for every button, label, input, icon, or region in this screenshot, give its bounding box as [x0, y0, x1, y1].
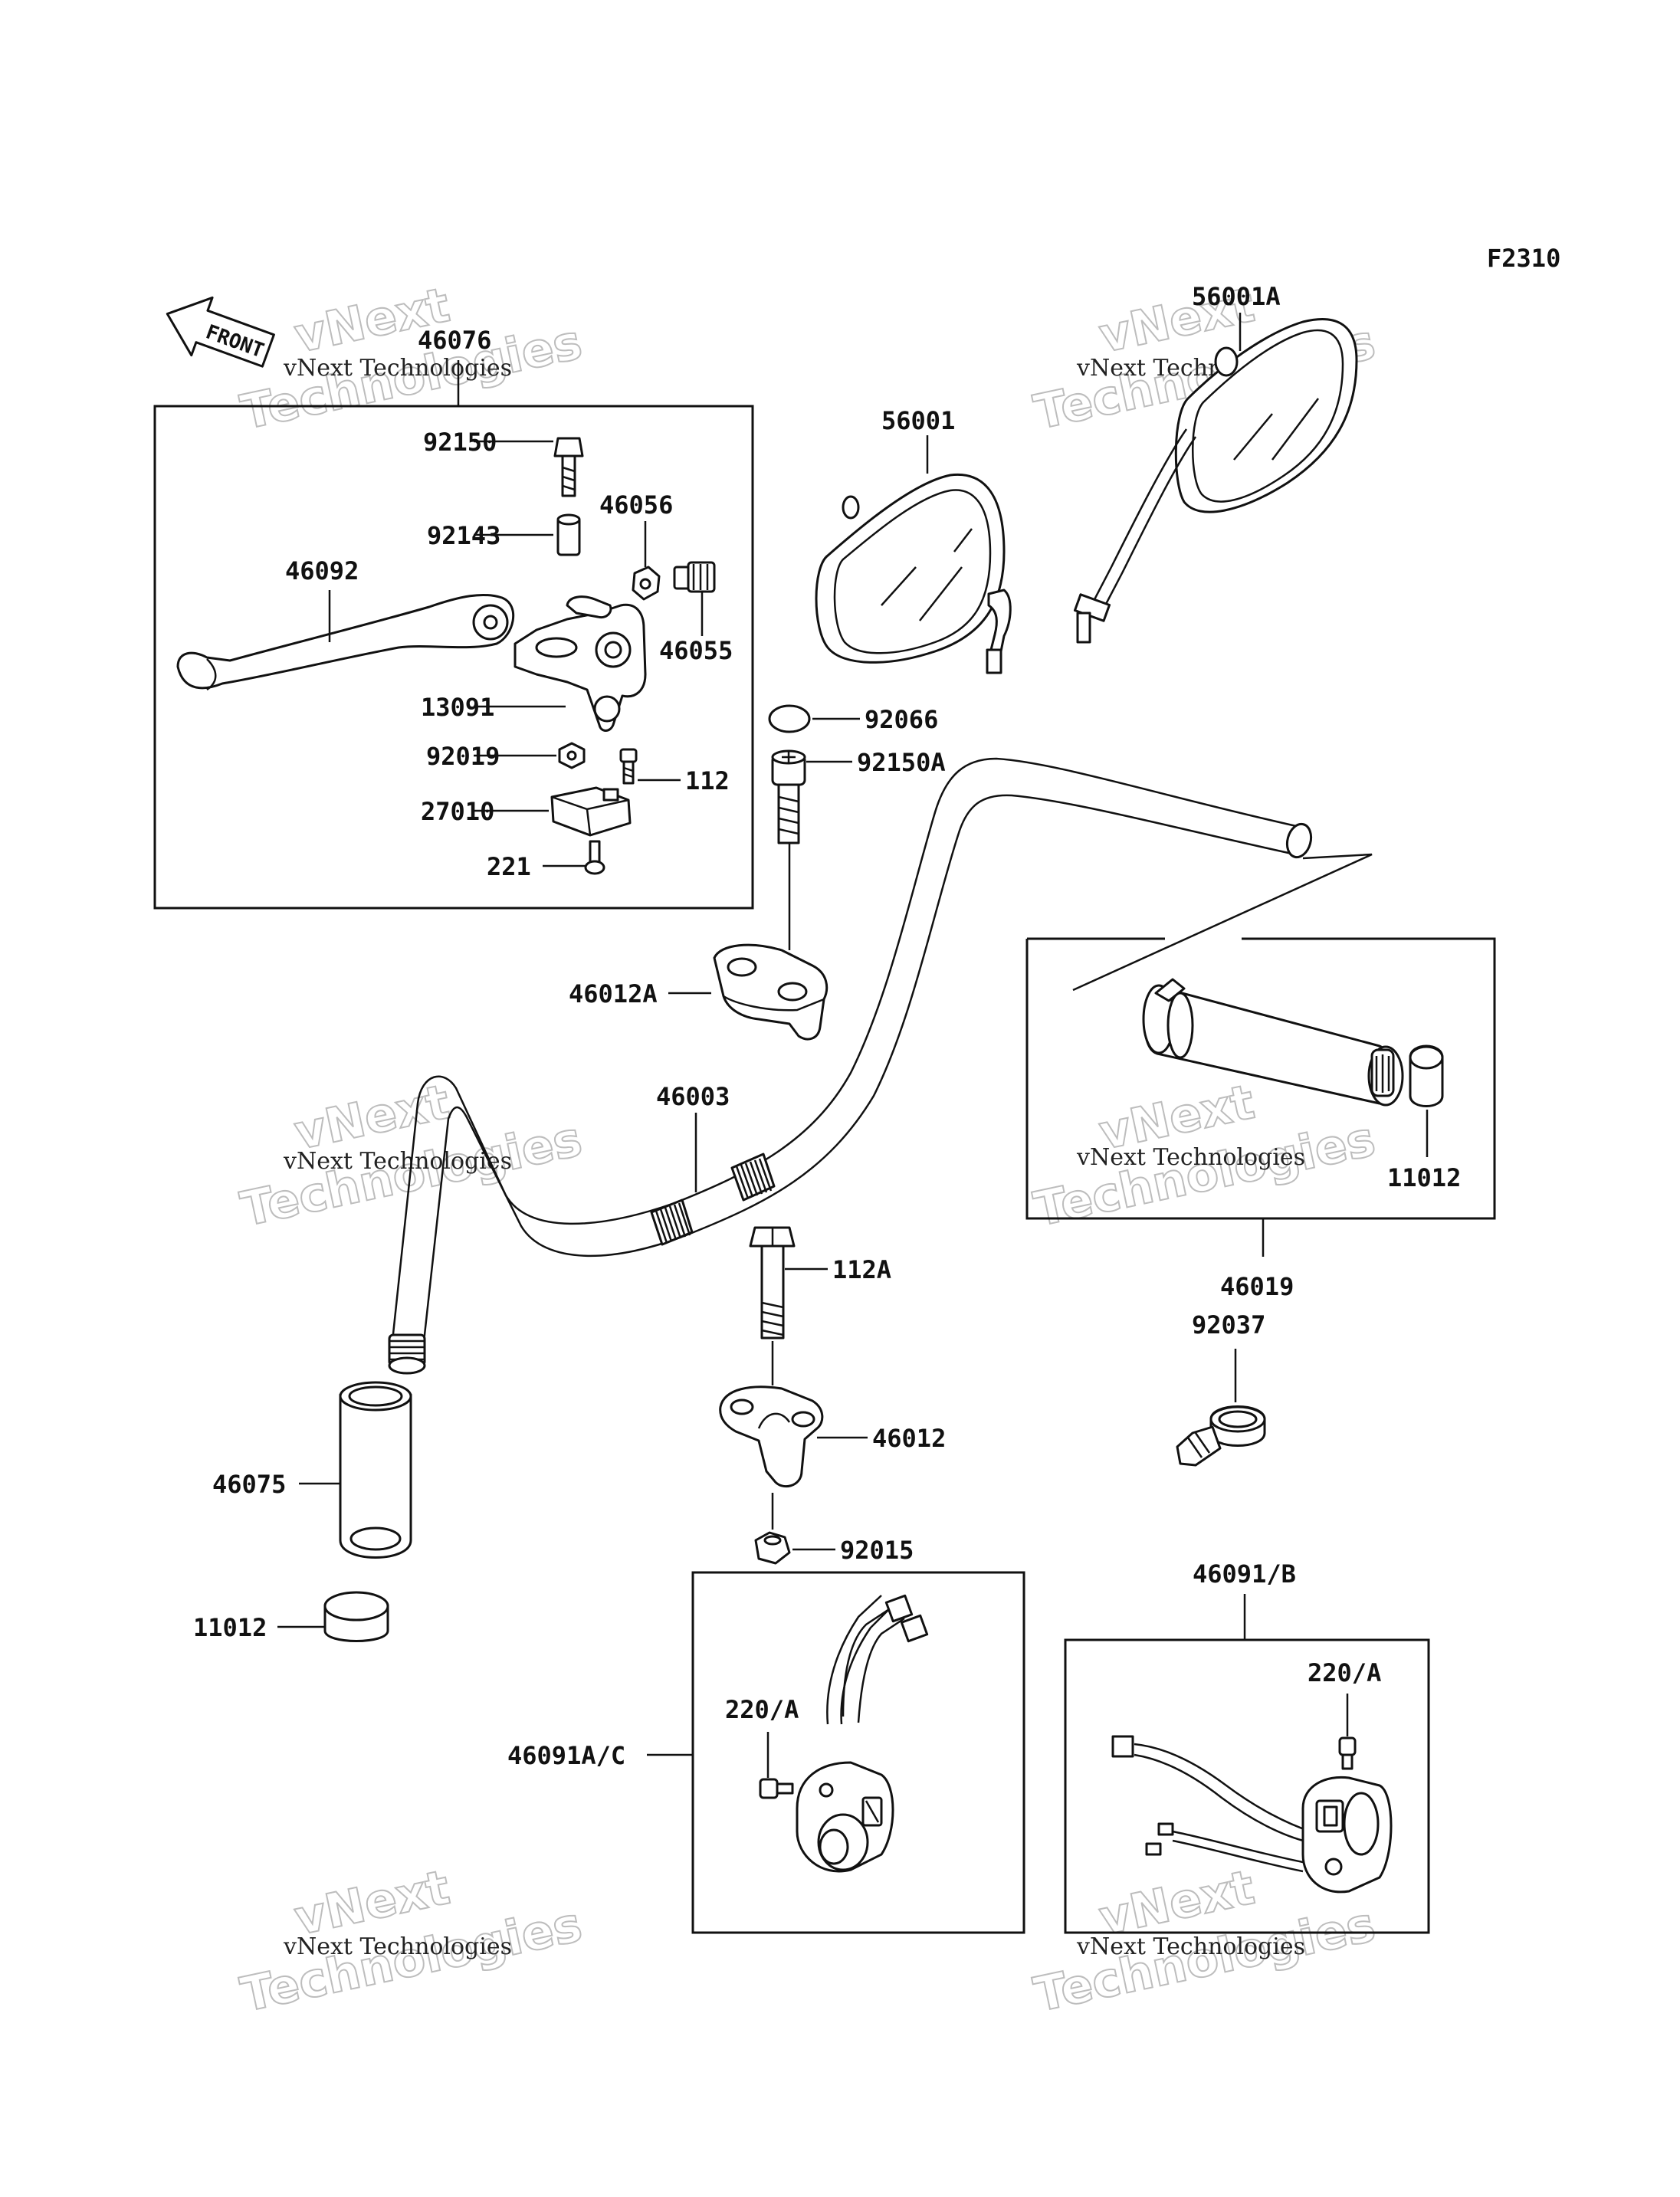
part-label-221: 221: [487, 852, 531, 881]
part-label-11012-right: 11012: [1387, 1163, 1461, 1192]
front-arrow-icon: FRONT: [166, 296, 275, 368]
bolt-112A: [749, 1226, 796, 1340]
part-label-220A-left: 220/A: [725, 1695, 799, 1724]
part-label-92019: 92019: [426, 742, 500, 771]
part-label-46055: 46055: [659, 636, 733, 665]
part-label-46075: 46075: [212, 1470, 286, 1499]
part-label-92150: 92150: [423, 428, 497, 457]
watermark-top-left: vNext Technologies vNext Technologies: [235, 276, 587, 441]
part-label-46076: 46076: [418, 326, 491, 355]
clutch-switch-27010: [550, 786, 632, 837]
part-label-46056: 46056: [599, 490, 673, 520]
svg-text:vNext Technologies: vNext Technologies: [283, 1148, 512, 1175]
collar-92143: [556, 513, 581, 556]
clamp-92037: [1176, 1405, 1266, 1467]
part-label-11012-left: 11012: [193, 1613, 267, 1642]
screw-221: [584, 840, 605, 875]
nut-92019: [558, 742, 586, 769]
bolt-92150A: [771, 749, 806, 844]
right-switch-box: [1064, 1638, 1430, 1934]
left-handlebar-switch: [796, 1594, 929, 1873]
clutch-lever-assembly-box: [153, 405, 754, 910]
adjuster-46055: [673, 561, 716, 593]
watermark-mid-right: vNext Technologies vNext Technologies: [1029, 1073, 1380, 1238]
part-label-46019: 46019: [1220, 1272, 1294, 1301]
svg-text:vNext Technologies: vNext Technologies: [1076, 1144, 1305, 1171]
part-label-46091AC: 46091A/C: [507, 1741, 625, 1770]
screw-220A-right: [1338, 1736, 1357, 1770]
screw-220A-left: [759, 1778, 794, 1799]
bolt-112: [619, 748, 638, 785]
nut-92015: [754, 1531, 791, 1565]
throttle-grip-46019: [1142, 978, 1404, 1107]
nut-46056: [632, 566, 661, 601]
part-label-92143: 92143: [427, 521, 500, 550]
part-label-56001: 56001: [881, 406, 955, 435]
part-label-112: 112: [685, 766, 730, 795]
part-label-92150A: 92150A: [857, 748, 946, 777]
throttle-grip-box: [1025, 937, 1496, 1220]
figure-code: F2310: [1487, 244, 1560, 273]
handlebar-holder-lower-46012: [719, 1385, 824, 1488]
grip-end-cap-right-11012: [1409, 1044, 1444, 1107]
part-label-46003: 46003: [656, 1082, 730, 1111]
handlebar-holder-upper-46012A: [713, 943, 829, 1041]
grip-left-46075: [339, 1381, 412, 1559]
svg-text:vNext Technologies: vNext Technologies: [283, 1933, 512, 1960]
grip-end-cap-left-11012: [323, 1591, 389, 1642]
part-label-46012A: 46012A: [569, 979, 658, 1008]
part-label-56001A: 56001A: [1192, 282, 1281, 311]
left-switch-box: [691, 1571, 1025, 1934]
part-label-27010: 27010: [421, 797, 494, 826]
svg-text:vNext Technologies: vNext Technologies: [283, 355, 512, 382]
handlebar-46003: [388, 757, 1313, 1375]
part-label-46091B: 46091/B: [1193, 1559, 1296, 1589]
part-label-220A-right: 220/A: [1308, 1658, 1381, 1687]
bolt-92150: [553, 437, 584, 497]
part-label-92066: 92066: [865, 705, 938, 734]
part-label-92037: 92037: [1192, 1310, 1265, 1340]
mirror-right-56001A: [1073, 318, 1358, 644]
clutch-holder-13091: [514, 595, 647, 732]
watermark-bottom-left: vNext Technologies vNext Technologies: [235, 1858, 587, 2024]
part-label-112A: 112A: [832, 1255, 891, 1284]
svg-text:vNext Technologies: vNext Technologies: [1076, 1933, 1305, 1960]
clutch-lever-46092: [176, 593, 515, 691]
mirror-left-56001: [815, 473, 1012, 674]
right-handlebar-switch: [1111, 1735, 1393, 1894]
cap-92066: [768, 704, 811, 733]
part-label-46092: 46092: [285, 556, 359, 585]
part-label-46012: 46012: [872, 1424, 946, 1453]
part-label-92015: 92015: [840, 1536, 914, 1565]
part-label-13091: 13091: [421, 693, 494, 722]
